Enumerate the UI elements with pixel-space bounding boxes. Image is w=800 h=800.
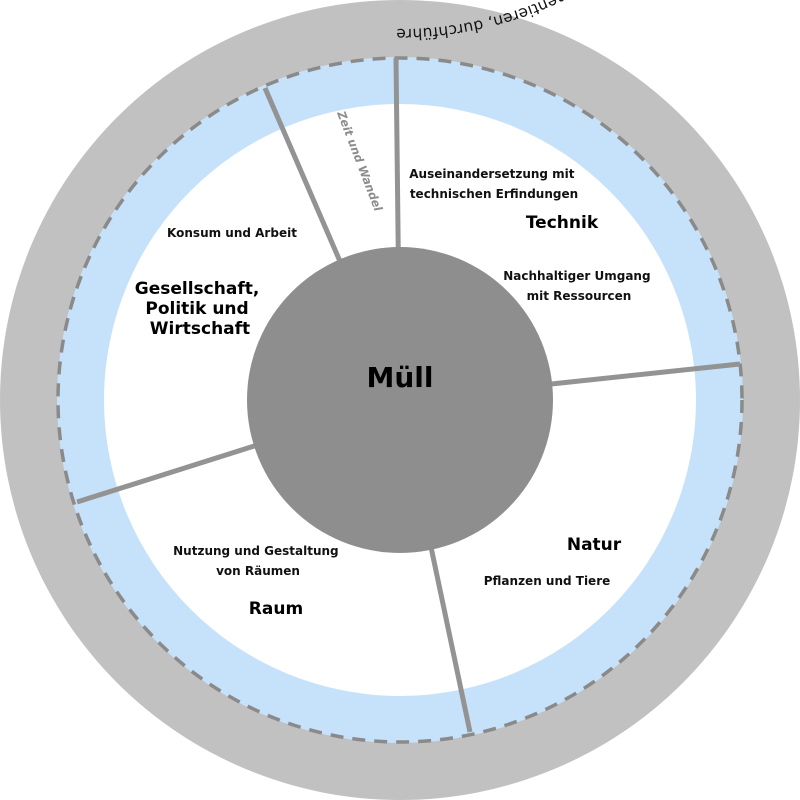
technik-title: Technik xyxy=(526,213,599,233)
technik-topic-2: Nachhaltiger Umgang mit Ressourcen xyxy=(503,269,654,303)
gesellschaft-title: Gesellschaft, Politik und Wirtschaft xyxy=(135,279,265,339)
center-circle xyxy=(247,247,553,553)
center-title: Müll xyxy=(367,361,434,394)
raum-title: Raum xyxy=(249,599,303,619)
dashed-boundary xyxy=(56,56,744,744)
technik-topic-1: Auseinandersetzung mit technischen Erfin… xyxy=(409,167,578,201)
raum-topic-1: Nutzung und Gestaltung von Räumen xyxy=(173,544,343,578)
natur-title: Natur xyxy=(567,535,622,555)
gesellschaft-topic-1: Konsum und Arbeit xyxy=(167,226,297,240)
natur-topic-1: Pflanzen und Tiere xyxy=(484,574,611,588)
